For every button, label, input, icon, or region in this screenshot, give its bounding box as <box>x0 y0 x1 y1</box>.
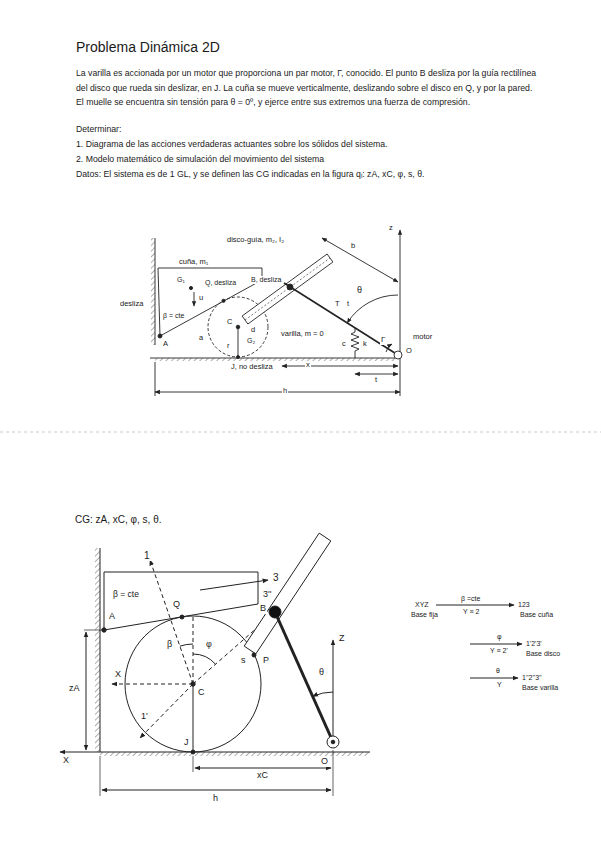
point-label: B <box>259 604 267 614</box>
page-title: Problema Dinámica 2D <box>75 40 221 55</box>
basis-label: Base fija <box>410 611 439 619</box>
dimension-label: h <box>282 387 288 395</box>
angle-label: β <box>166 640 173 650</box>
point-label: G₁ <box>176 276 186 284</box>
spring-label: k <box>362 340 368 348</box>
problem-text: 2. Modelo matemático de simulación del m… <box>75 155 325 165</box>
dimension-label: b <box>350 242 356 250</box>
coordinates-heading: CG: zA, xC, φ, s, θ. <box>74 514 163 525</box>
coordinate-label: xC <box>256 771 269 781</box>
point-label: Q, desliza <box>204 279 237 287</box>
point-label: C <box>226 318 233 326</box>
point-label: J <box>183 738 190 748</box>
point-label: J, no desliza <box>230 363 274 371</box>
torque-label: Γ <box>380 336 386 345</box>
problem-text: Datos: El sistema es de 1 GL, y se defin… <box>75 170 425 180</box>
dimension-label: d <box>250 326 256 334</box>
point-label: P <box>262 656 270 666</box>
angle-label: θ <box>356 286 363 296</box>
dimension-label: h <box>212 794 219 804</box>
problem-text: Determinar: <box>75 125 122 135</box>
rotation-label: β =cte <box>460 595 481 603</box>
point-label: O <box>320 757 329 767</box>
rotation-axis-label: Y ≡ 2' <box>489 647 509 655</box>
dimension-label: t <box>346 300 350 308</box>
point-label: A <box>162 340 169 348</box>
axis-label: z <box>388 224 394 232</box>
angle-label: β = cte <box>162 312 185 320</box>
basis-label: 1'2'3' <box>525 640 543 648</box>
point-label: O <box>405 347 413 355</box>
point-label: T <box>334 300 341 308</box>
coordinate-label: zA <box>68 684 81 694</box>
note-label: desliza <box>119 300 144 308</box>
angle-label: β = cte <box>112 590 140 599</box>
point-label: B, desliza <box>250 276 282 284</box>
axis-label: X <box>114 670 122 680</box>
part-name: motor <box>412 333 433 341</box>
angle-label: θ <box>318 668 325 678</box>
basis-label: XYZ <box>414 601 430 609</box>
problem-text: La varilla es accionada por un motor que… <box>75 66 539 110</box>
damper-label: c <box>341 340 347 348</box>
point-label: G₂ <box>246 337 256 345</box>
rotation-axis-label: Y ≡ 2 <box>462 608 480 616</box>
axis-label: Z <box>338 634 346 644</box>
angle-label: φ <box>205 640 213 650</box>
basis-label: 1''2''3'' <box>521 674 543 682</box>
basis-label: Base varilla <box>521 684 559 692</box>
dimension-label: x <box>305 361 311 369</box>
basis-label: 123 <box>517 601 531 609</box>
rotation-axis-label: Y <box>496 681 503 689</box>
axis-label: 3 <box>272 572 280 583</box>
part-name: varilla, m = 0 <box>280 330 325 338</box>
dimension-label: t <box>374 376 378 384</box>
axis-label: 3'' <box>262 590 272 600</box>
point-label: Q <box>172 600 181 610</box>
part-name: cuña, m₁ <box>178 258 209 266</box>
part-name: disco-guía, m₂, I₂ <box>226 236 285 244</box>
axis-label: 1 <box>143 550 151 561</box>
dimension-label: r <box>226 342 231 350</box>
rotation-label: φ <box>496 633 503 641</box>
axis-label: X <box>62 756 70 766</box>
problem-text: 1. Diagrama de las acciones verdaderas a… <box>75 140 388 150</box>
rotation-label: θ <box>495 667 501 675</box>
coordinate-label: s <box>240 656 247 666</box>
point-label: A <box>108 612 116 622</box>
coordinate-label: u <box>198 294 204 302</box>
dimension-label: a <box>198 334 204 342</box>
basis-label: Base cuña <box>519 611 554 619</box>
point-label: C <box>197 688 206 698</box>
basis-label: Base disco <box>525 650 561 658</box>
axis-label: 1' <box>140 712 149 722</box>
